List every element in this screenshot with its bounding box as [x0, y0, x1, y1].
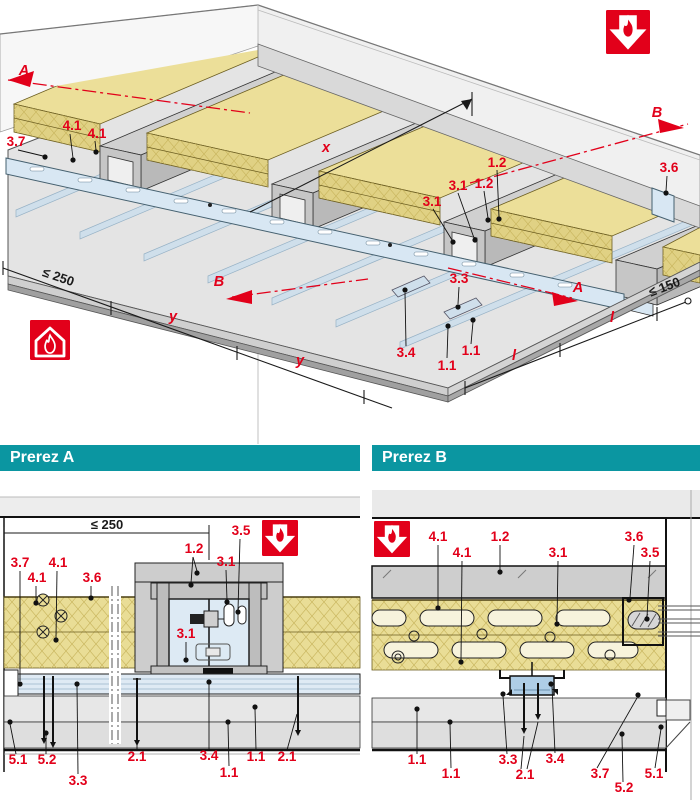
callout-label: ≤ 250 — [91, 517, 123, 532]
callout-label: 3.5 — [641, 545, 660, 560]
fire-from-above-icon — [262, 520, 298, 556]
callout-label: 1.1 — [462, 343, 481, 358]
callout-label: 1.2 — [185, 541, 204, 556]
callout-label: 3.6 — [625, 529, 644, 544]
callout-label: 3.4 — [397, 345, 416, 360]
callout-label: 5.1 — [9, 752, 28, 767]
callout-label: y — [168, 309, 178, 325]
deck-front-edges — [7, 261, 700, 403]
callout-label: 1.1 — [442, 766, 461, 781]
callout-label: 3.7 — [591, 766, 610, 781]
concrete-slab-edge — [257, 43, 700, 229]
break-line — [109, 586, 121, 744]
wall-bracket-detail — [622, 597, 664, 646]
callout-label: A — [18, 63, 29, 79]
section-b-drawing: 4.1 4.1 1.2 3.1 3.63.5 1.1 1.1 3.32.1 3.4 3.7 5.2 5… — [371, 490, 700, 800]
callout-label: 3.1 — [177, 626, 196, 641]
callout-label: 4.1 — [429, 529, 448, 544]
callout-label: l — [610, 310, 615, 326]
callout-label: 4.1 — [88, 126, 107, 141]
callout-leaders — [17, 133, 669, 359]
callout-label: 3.7 — [7, 134, 26, 149]
callout-label: 3.1 — [423, 194, 442, 209]
mineral-wool-layer — [371, 599, 667, 671]
callout-label: 4.1 — [28, 570, 47, 585]
prerez-b-header: Prerez B — [372, 445, 700, 471]
callout-label: 3.3 — [69, 773, 88, 788]
insulation-fasteners — [36, 593, 68, 639]
callout-label: 5.1 — [645, 766, 664, 781]
dimension-lines — [2, 92, 692, 409]
fire-room-icon — [30, 320, 70, 360]
section-a-drawing: ≤ 2503.74.14.13.61.23.13.53.15.15.23.32.… — [0, 496, 361, 788]
callout-label: 5.2 — [615, 780, 634, 795]
callout-label: 2.1 — [128, 749, 147, 764]
board-screws — [41, 676, 301, 748]
concrete-slab — [372, 490, 700, 518]
channel-and-boards — [3, 669, 361, 755]
board-screws — [521, 683, 541, 734]
callout-leaders — [7, 538, 298, 775]
callout-label: 2.1 — [516, 767, 535, 782]
beam-encasement — [134, 562, 284, 676]
callout-label: 1.2 — [475, 176, 494, 191]
callout-label: 3.1 — [549, 545, 568, 560]
hat-channel-piece — [443, 297, 483, 320]
concrete-slab — [0, 497, 360, 517]
callout-label: 3.3 — [499, 752, 518, 767]
dimension-250 — [3, 525, 210, 560]
callout-label: x — [321, 140, 331, 156]
callout-label: 1.1 — [220, 765, 239, 780]
callout-label: B — [214, 274, 224, 290]
edge-piece — [665, 699, 691, 721]
prerez-a-header: Prerez A — [0, 445, 360, 471]
fire-board-layer — [371, 565, 667, 599]
callout-label: 2.1 — [278, 749, 297, 764]
callout-label: y — [295, 353, 305, 369]
hat-channel-hanger — [499, 662, 565, 696]
prerez-b-title: Prerez B — [382, 449, 447, 466]
callout-label: A — [572, 280, 583, 296]
callout-label: l — [512, 348, 517, 364]
callout-label: 3.6 — [83, 570, 102, 585]
callout-label: 1.1 — [247, 749, 266, 764]
callout-label: 3.6 — [660, 160, 679, 175]
board-layers — [371, 697, 691, 752]
callout-label: 3.7 — [11, 555, 30, 570]
callout-label: B — [652, 105, 662, 121]
isometric-view: A3.74.14.1xB3.61.21.23.13.13.33.41.11.1B… — [0, 4, 700, 444]
callout-label: 3.5 — [232, 523, 251, 538]
callout-label: 3.4 — [200, 748, 219, 763]
edge-trim-profile — [3, 669, 19, 699]
callout-label: 5.2 — [38, 752, 57, 767]
fire-from-above-icon — [606, 10, 650, 54]
section-lines — [7, 71, 689, 306]
hat-channel-piece — [391, 275, 431, 298]
main-runner-channel — [5, 157, 625, 311]
section-b-callouts: 4.1 4.1 1.2 3.1 3.63.5 1.1 1.1 3.32.1 3.4 3.7 5.2 5… — [408, 529, 664, 795]
callout-label: 4.1 — [453, 545, 472, 560]
callout-label: 4.1 — [63, 118, 82, 133]
callout-leaders — [414, 544, 664, 783]
callout-label: 1.2 — [491, 529, 510, 544]
callout-label: 4.1 — [49, 555, 68, 570]
callout-label: 3.1 — [217, 554, 236, 569]
callout-label: 1.2 — [488, 155, 507, 170]
callout-label: 3.1 — [449, 178, 468, 193]
prerez-a-title: Prerez A — [10, 449, 75, 466]
callout-label: 3.4 — [546, 751, 565, 766]
callout-label: 1.1 — [408, 752, 427, 767]
edge-trim-profile — [656, 699, 667, 717]
callout-label: 1.1 — [438, 358, 457, 373]
fire-from-above-icon — [374, 521, 410, 557]
callout-label: 3.3 — [450, 271, 469, 286]
